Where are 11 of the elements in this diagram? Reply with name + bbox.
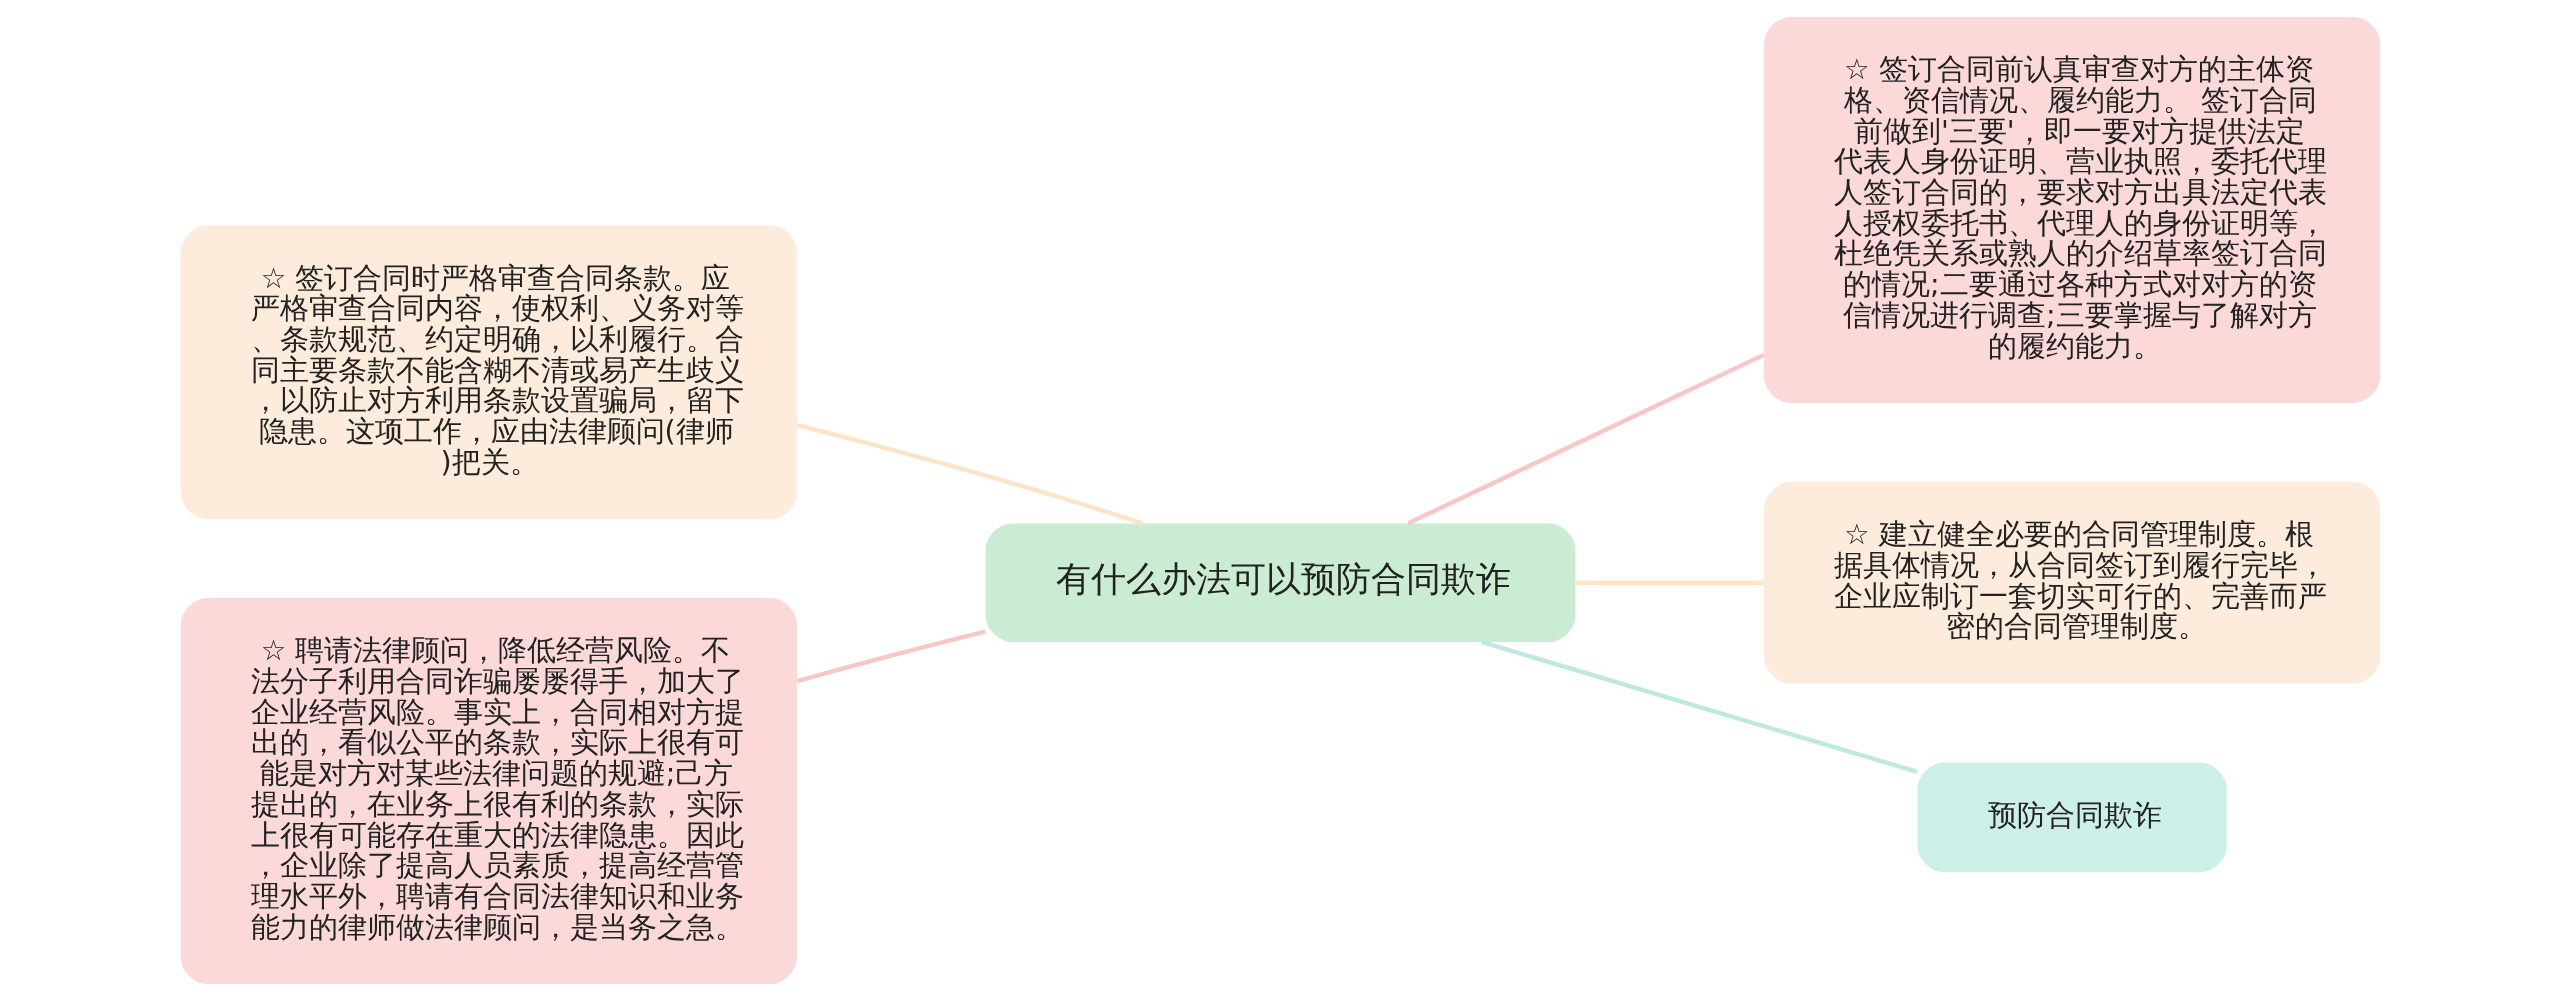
node-box: ☆ 建立健全必要的合同管理制度。根据具体情况，从合同签订到履行完毕，企业应制订一套切实可行的、完善而严密的合同管理制度。: [1763, 481, 2380, 684]
node-box: ☆ 聘请法律顾问，降低经营风险。不法分子利用合同诈骗屡屡得手，加大了企业经营风险。事实上，合同相对方提出的，看似公平的条款，实际上很有可能是对方对某些法律问题的规避;己方提出的，在业务上很有利的条款，实际上很有可能存在重大的法律隐患。因此，企业除了提高人员素质，提高经营管理水平外，聘请有合同法律知识和业务能力的律师做法律顾问，是当务之急。: [180, 598, 797, 985]
node-box: 预防合同欺诈: [1917, 762, 2227, 873]
connector: [1575, 580, 1763, 585]
node-box: ☆ 签订合同时严格审查合同条款。应严格审查合同内容，使权利、义务对等、条款规范、约定明确，以利履行。合同主要条款不能含糊不清或易产生歧义，以防止对方利用条款设置骗局，留下隐患。这项工作，应由法律顾问(律师)把关。: [180, 225, 797, 520]
connector: [1406, 352, 1765, 526]
connector: [796, 423, 1144, 526]
connector: [1480, 639, 1918, 774]
node-box: ☆ 签订合同前认真审查对方的主体资格、资信情况、履约能力。 签订合同前做到'三要'，即一要对方提供法定代表人身份证明、营业执照，委托代理人签订合同的，要求对方出具法定代表人授权委托书、代理人的身份证明等，杜绝凭关系或熟人的介绍草率签订合同的情况;二要通过各种方式对对方的资信情况进行调查;三要掌握与了解对方的履约能力。: [1763, 16, 2380, 403]
connector: [796, 629, 986, 684]
node-box: 有什么办法可以预防合同欺诈: [985, 523, 1575, 642]
